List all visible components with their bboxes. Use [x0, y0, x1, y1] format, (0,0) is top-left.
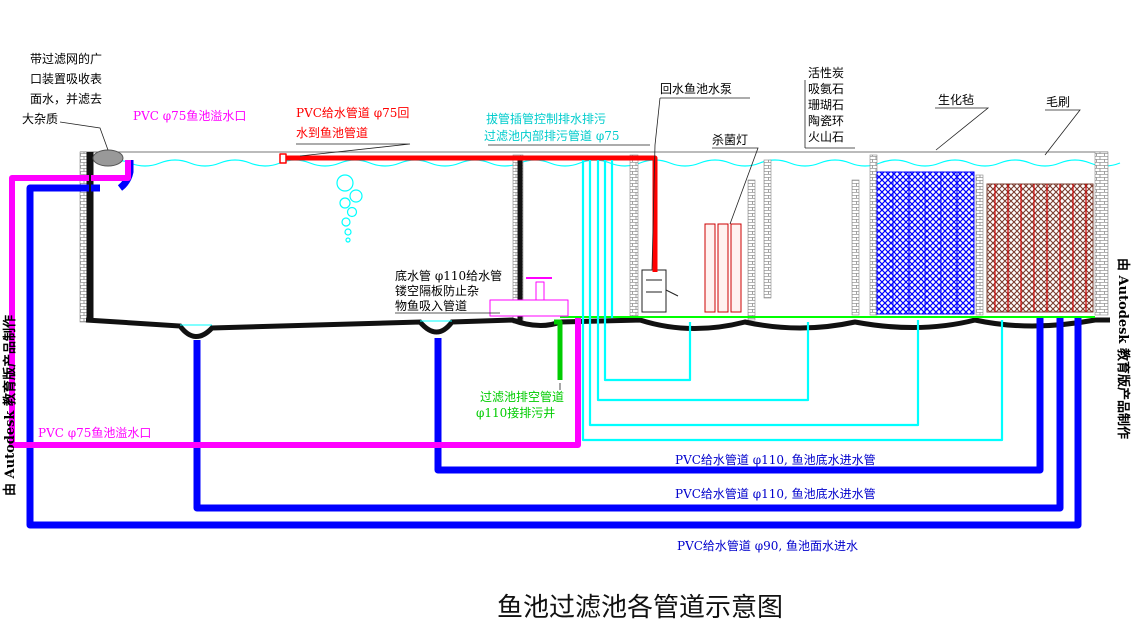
brush-block — [986, 183, 1094, 313]
return-pipe-label-1: PVC给水管道 φ75回 — [296, 105, 409, 120]
filter-media — [641, 171, 1094, 315]
intake-note-line-2: 口装置吸收表 — [30, 72, 102, 86]
tank-structure — [79, 151, 1121, 339]
pump-icon — [641, 269, 679, 313]
uv-lamp-label: 杀菌灯 — [712, 132, 748, 147]
brush-label: 毛刷 — [1046, 95, 1070, 109]
uv-lamp — [704, 223, 742, 313]
media-label-5: 火山石 — [808, 130, 844, 144]
tank-bottom — [85, 317, 1110, 339]
watermark-left: 由 Autodesk 教育版产品制作 — [2, 315, 18, 496]
bio-felt-label: 生化毡 — [938, 93, 974, 107]
brick-partition — [851, 179, 860, 316]
media-label-2: 吸氨石 — [808, 82, 844, 96]
bottom-drain-line-1: 底水管 φ110给水管 — [395, 268, 502, 283]
feed-pipe-label-2: PVC给水管道 φ110, 鱼池底水进水管 — [675, 486, 876, 501]
drain-pipes — [581, 160, 1004, 442]
brick-partition — [869, 154, 878, 316]
overflow-top-label: PVC φ75鱼池溢水口 — [133, 109, 246, 123]
right-brick-wall — [1094, 151, 1109, 316]
air-bubbles — [336, 174, 363, 243]
brick-partition — [629, 154, 639, 321]
brick-partition — [763, 159, 772, 299]
sewer-label-1: 过滤池排空管道 — [480, 389, 564, 404]
pump-label: 回水鱼池水泵 — [660, 82, 732, 96]
overflow-pipe — [9, 160, 581, 448]
sewer-pipe — [554, 319, 563, 380]
bottom-drain-fitting — [489, 277, 569, 317]
brick-partition — [975, 174, 984, 316]
bottom-drain-line-2: 镂空隔板防止杂 — [395, 283, 479, 298]
media-label-3: 珊瑚石 — [808, 97, 844, 112]
intake-note-line-1: 带过滤网的广 — [30, 51, 102, 66]
feed-pipe-surface — [26, 184, 1082, 529]
brick-partition — [747, 179, 756, 321]
media-label-1: 活性炭 — [808, 66, 844, 80]
leader-lines — [59, 80, 1081, 390]
intake-strainer — [92, 149, 124, 167]
drain-note-line-1: 拔管插管控制排水排污 — [486, 111, 606, 126]
feed-pipe-bottom-1 — [193, 318, 1064, 512]
feed-pipe-label-3: PVC给水管道 φ90, 鱼池面水进水 — [677, 538, 858, 553]
feed-pipe-bottom-2 — [434, 318, 1044, 474]
media-label-4: 陶瓷环 — [808, 113, 844, 128]
return-pipe — [285, 155, 658, 272]
return-pipe-label-2: 水到鱼池管道 — [296, 125, 368, 140]
feed-pipe-label-1: PVC给水管道 φ110, 鱼池底水进水管 — [675, 452, 876, 467]
watermark-right: 由 Autodesk 教育版产品制作 — [1115, 258, 1131, 439]
water-surface — [99, 159, 1121, 167]
diagram-title: 鱼池过滤池各管道示意图 — [497, 593, 783, 623]
intake-note-line-3: 面水，并滤去 — [30, 92, 102, 106]
intake-note-line-4: 大杂质 — [22, 112, 58, 126]
bottom-drain-line-3: 物鱼吸入管道 — [395, 298, 467, 313]
drain-note-line-2: 过滤池内部排污管道 φ75 — [484, 128, 620, 143]
overflow-bottom-label: PVC φ75鱼池溢水口 — [38, 426, 151, 440]
sewer-label-2: φ110接排污井 — [476, 405, 555, 420]
